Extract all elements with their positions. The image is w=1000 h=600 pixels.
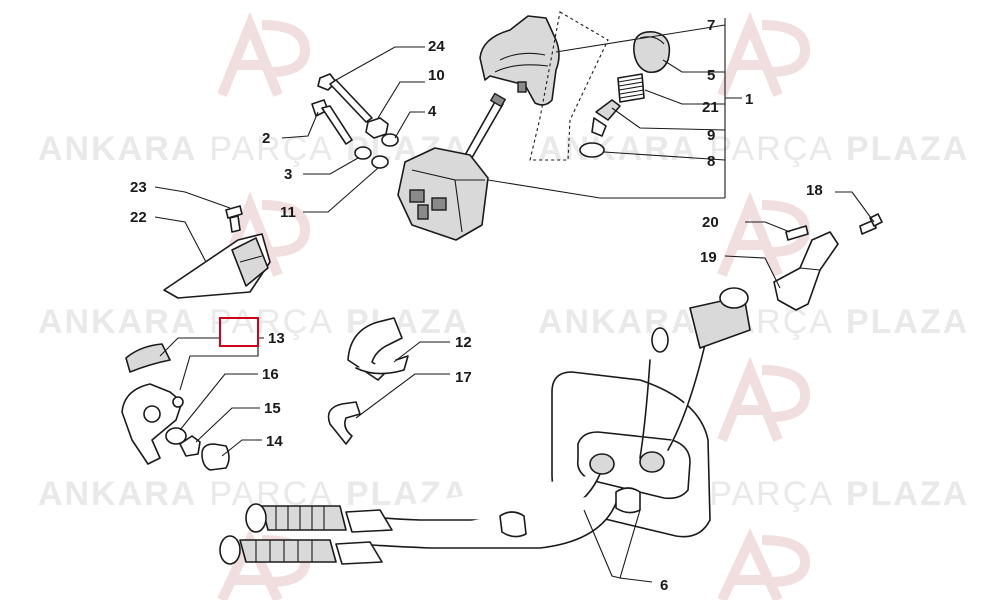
callout-label-11: 11 [280,204,296,221]
part-bolt-2 [311,99,353,145]
part-bracket-13 [121,383,184,465]
part-shift-cables [219,287,751,565]
part-rod-tip [489,92,507,108]
callout-label-22: 22 [130,209,147,226]
callout-label-20: 20 [702,214,719,231]
part-lever-insert [591,99,621,137]
part-bolt-24 [317,73,373,123]
part-bracket-22 [163,233,271,299]
callout-label-17: 17 [455,369,472,386]
callout-label-5: 5 [707,67,715,84]
part-washer-11 [371,155,389,169]
part-washer-16 [165,427,187,445]
callout-label-13: 13 [268,330,285,347]
callout-label-2: 2 [262,130,270,147]
callout-label-24: 24 [428,38,445,55]
callout-label-16: 16 [262,366,279,383]
callout-labels: 7 5 1 21 9 8 24 10 4 2 3 11 23 22 13 16 … [130,17,823,594]
part-bracket-12 [347,317,409,381]
callout-label-15: 15 [264,400,281,417]
callout-label-21: 21 [702,99,719,116]
part-cable-plate [551,371,711,538]
part-washer-4 [381,133,399,147]
part-bracket-19 [773,231,839,311]
part-bolt-20 [785,225,809,241]
part-nut-3 [354,146,372,160]
part-spring [617,73,645,103]
part-shift-boot [479,15,560,106]
part-bolt-18 [859,213,883,235]
callout-label-10: 10 [428,67,445,84]
ap-logo-icon [217,11,811,600]
part-bolt-23 [225,205,243,233]
part-clip-25 [125,343,171,373]
part-o-ring [579,142,605,158]
leader-lines [154,18,875,583]
assembly-outline [529,11,609,161]
callout-label-7: 7 [707,17,715,34]
callout-label-6: 6 [660,577,668,594]
callout-label-18: 18 [806,182,823,199]
part-clip-17 [327,401,361,445]
callout-label-8: 8 [707,153,715,170]
part-gear-knob [633,31,671,74]
callout-label-4: 4 [428,103,437,120]
highlight-box-25 [219,317,259,347]
part-nut-15 [179,435,201,457]
callout-label-9: 9 [707,127,715,144]
callout-label-3: 3 [284,166,292,183]
callout-label-12: 12 [455,334,472,351]
part-bushing-14 [201,443,230,471]
part-lever-housing [397,147,489,241]
callout-label-1: 1 [745,91,753,108]
callout-label-19: 19 [700,249,717,266]
callout-label-23: 23 [130,179,147,196]
callout-label-14: 14 [266,433,283,450]
